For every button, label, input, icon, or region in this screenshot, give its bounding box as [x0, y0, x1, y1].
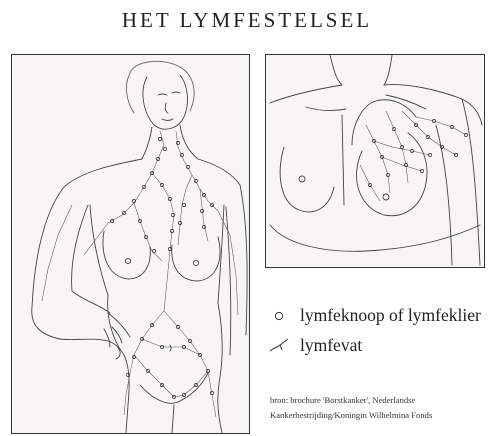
full-body-drawing: [12, 55, 249, 433]
source-line-2: Kankerbestrijding/Koningin Wilhelmina Fo…: [270, 408, 490, 423]
legend-item-lymph-vessel: lymfevat: [268, 330, 490, 360]
legend-label-lymph-node: lymfeknoop of lymfeklier: [300, 305, 481, 326]
legend-label-lymph-vessel: lymfevat: [300, 335, 362, 356]
legend: lymfeknoop of lymfeklier lymfevat: [268, 300, 490, 360]
page-title: HET LYMFESTELSEL: [0, 8, 494, 33]
legend-item-lymph-node: lymfeknoop of lymfeklier: [268, 300, 490, 330]
breast-closeup-illustration: [265, 54, 485, 268]
source-line-1: bron: brochure 'Borstkanker', Nederlands…: [270, 393, 490, 408]
source-note: bron: brochure 'Borstkanker', Nederlands…: [270, 393, 490, 423]
lymph-vessel-line-icon: [268, 334, 290, 356]
full-body-illustration: [11, 54, 250, 434]
lymph-node-circle-icon: [268, 304, 290, 326]
breast-closeup-drawing: [266, 55, 484, 267]
